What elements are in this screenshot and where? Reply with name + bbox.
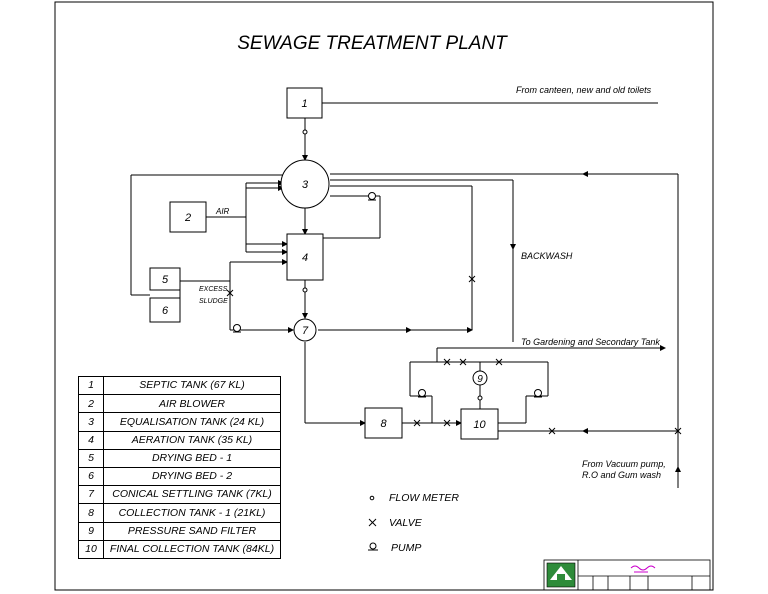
unit-7: 7	[293, 318, 317, 342]
legend-description: AERATION TANK (35 KL)	[103, 430, 281, 450]
valve-icon	[443, 358, 451, 366]
flow-meter-icon	[369, 495, 375, 501]
pump-icon	[368, 192, 376, 201]
title-block-scribble	[630, 565, 656, 573]
svg-text:7: 7	[302, 325, 309, 337]
unit-2: 2	[169, 201, 207, 233]
legend-number: 8	[78, 503, 104, 523]
label-backwash: BACKWASH	[521, 251, 573, 261]
legend-description: DRYING BED - 1	[103, 448, 281, 468]
valve-icon	[495, 358, 503, 366]
unit-1: 1	[286, 87, 323, 119]
legend-description: SEPTIC TANK (67 KL)	[103, 375, 281, 396]
legend-description: DRYING BED - 2	[103, 466, 281, 487]
svg-text:8: 8	[380, 418, 387, 430]
valve-icon	[226, 289, 234, 297]
label-air: AIR	[215, 207, 230, 216]
legend-number: 4	[78, 430, 104, 450]
svg-text:1: 1	[301, 98, 307, 110]
flow-meter-icon	[302, 129, 308, 135]
flow-meters	[302, 129, 483, 401]
label-sludge: SLUDGE	[199, 298, 228, 305]
valve-icon	[413, 419, 421, 427]
svg-text:9: 9	[477, 374, 483, 385]
legend-description: EQUALISATION TANK (24 KL)	[103, 412, 281, 432]
key-flow-meter: FLOW METER	[389, 492, 459, 504]
label-from-canteen: From canteen, new and old toilets	[516, 85, 652, 95]
legend-description: FINAL COLLECTION TANK (84KL)	[103, 539, 281, 559]
pump-icon	[418, 389, 426, 398]
legend-number: 2	[78, 394, 104, 414]
label-excess: EXCESS	[199, 286, 228, 293]
valves	[226, 275, 682, 435]
svg-text:2: 2	[184, 212, 191, 224]
legend-number: 5	[78, 448, 104, 468]
valve-icon	[468, 275, 476, 283]
label-to-gardening: To Gardening and Secondary Tank	[521, 337, 660, 347]
legend-description: CONICAL SETTLING TANK (7KL)	[103, 485, 281, 505]
pumps	[233, 192, 542, 398]
unit-8: 8	[364, 407, 403, 439]
svg-text:6: 6	[162, 305, 169, 317]
legend-number: 7	[78, 485, 104, 505]
flow-meter-icon	[302, 287, 308, 293]
sheet-border	[54, 1, 714, 591]
label-from-vacuum-2: R.O and Gum wash	[582, 470, 661, 480]
flow-arrows	[406, 171, 681, 472]
pump-icon	[233, 324, 241, 333]
key-pump: PUMP	[391, 542, 421, 554]
unit-4: 4	[286, 233, 324, 281]
valve-icon	[459, 358, 467, 366]
legend-description: AIR BLOWER	[103, 394, 281, 414]
svg-text:5: 5	[162, 274, 169, 286]
symbol-key: FLOW METER VALVE PUMP	[368, 492, 459, 554]
legend-description: COLLECTION TANK - 1 (21KL)	[103, 503, 281, 523]
valve-icon	[443, 419, 451, 427]
label-from-vacuum-1: From Vacuum pump,	[582, 459, 666, 469]
pump-icon	[534, 389, 542, 398]
legend-description: PRESSURE SAND FILTER	[103, 521, 281, 541]
unit-6: 6	[149, 297, 181, 323]
pipes	[130, 102, 679, 488]
valve-icon	[368, 518, 377, 527]
pump-icon	[368, 542, 378, 551]
svg-text:3: 3	[302, 179, 309, 191]
svg-text:4: 4	[302, 252, 308, 264]
unit-3: 3	[280, 159, 330, 209]
legend-number: 10	[78, 539, 104, 559]
logo-icon	[546, 562, 576, 588]
legend-number: 9	[78, 521, 104, 541]
valve-icon	[548, 427, 556, 435]
title-block	[543, 559, 711, 591]
flow-meter-icon	[477, 395, 483, 401]
diagram-title: SEWAGE TREATMENT PLANT	[237, 33, 508, 54]
unit-10: 10	[460, 408, 499, 440]
valve-icon	[674, 427, 682, 435]
key-valve: VALVE	[389, 517, 423, 529]
legend-number: 3	[78, 412, 104, 432]
unit-9: 9	[472, 370, 488, 386]
legend-number: 6	[78, 466, 104, 487]
svg-text:10: 10	[473, 419, 486, 431]
legend-number: 1	[78, 375, 104, 396]
unit-5: 5	[149, 267, 181, 291]
